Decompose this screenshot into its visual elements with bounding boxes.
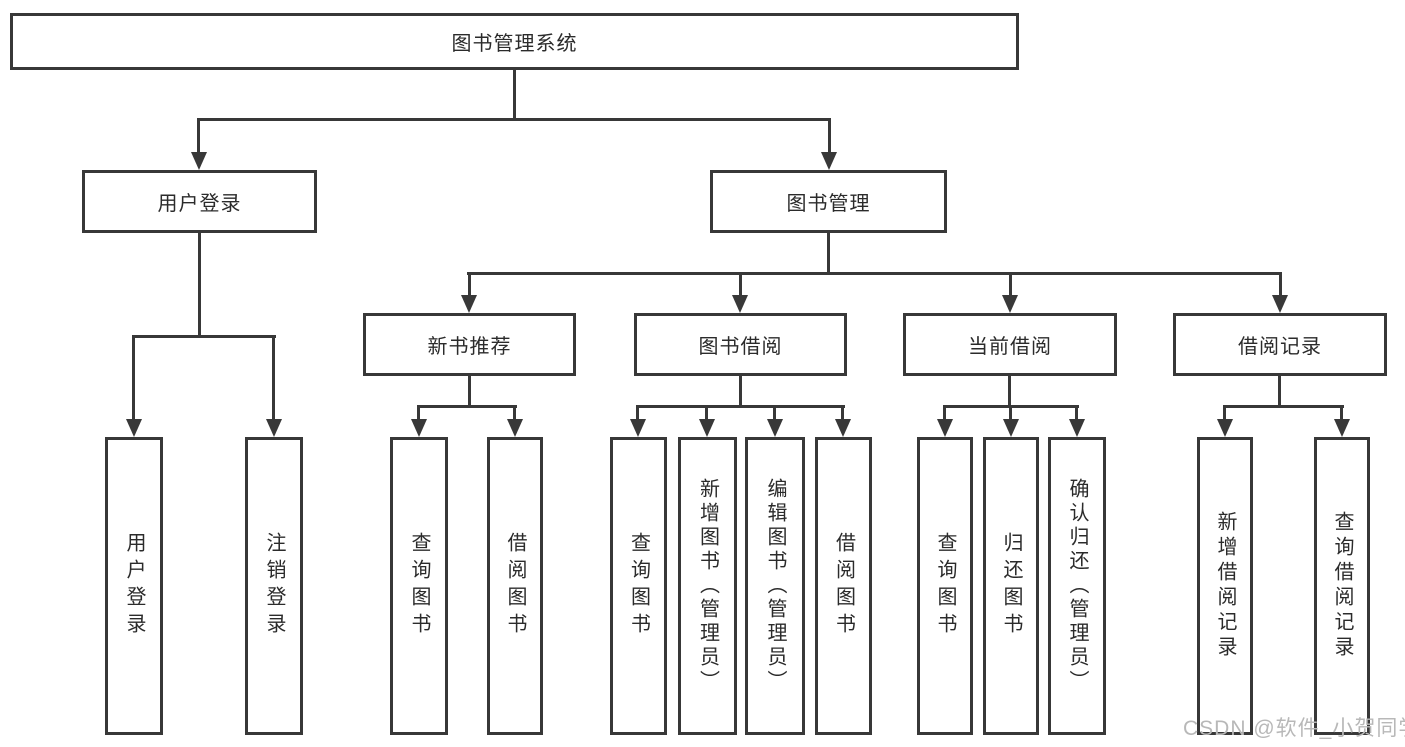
- arrow-down-icon: [411, 419, 427, 437]
- arrow-down-icon: [732, 295, 748, 313]
- arrow-down-icon: [1272, 295, 1288, 313]
- connector-line: [636, 405, 639, 421]
- connector-line: [272, 335, 275, 421]
- node-root: 图书管理系统: [10, 13, 1019, 70]
- leaf-records-add-record: 新增借阅记录: [1197, 437, 1253, 735]
- node-user-login: 用户登录: [82, 170, 317, 233]
- connector-line: [468, 376, 471, 405]
- connector-line: [636, 405, 845, 408]
- connector-line: [417, 405, 517, 408]
- arrow-down-icon: [1069, 419, 1085, 437]
- connector-line: [773, 405, 776, 421]
- connector-line: [1009, 405, 1012, 421]
- connector-line: [1008, 376, 1011, 405]
- watermark: CSDN @软件_小贺同学: [1183, 717, 1405, 740]
- arrow-down-icon: [630, 419, 646, 437]
- connector-line: [705, 405, 708, 421]
- leaf-logout: 注销登录: [245, 437, 303, 735]
- connector-line: [1223, 405, 1226, 421]
- node-new-book-recommend: 新书推荐: [363, 313, 576, 376]
- connector-line: [739, 272, 742, 297]
- arrow-down-icon: [767, 419, 783, 437]
- arrow-down-icon: [1002, 295, 1018, 313]
- connector-line: [198, 233, 201, 335]
- node-book-management: 图书管理: [710, 170, 947, 233]
- leaf-borrowing-query-books: 查询图书: [610, 437, 667, 735]
- connector-line: [417, 405, 420, 421]
- node-book-borrowing: 图书借阅: [634, 313, 847, 376]
- arrow-down-icon: [1003, 419, 1019, 437]
- leaf-borrowing-add-books-admin: 新增图书（管理员）: [678, 437, 737, 735]
- connector-line: [1223, 405, 1344, 408]
- node-current-borrowing: 当前借阅: [903, 313, 1117, 376]
- leaf-borrowing-borrow-books: 借阅图书: [815, 437, 872, 735]
- connector-line: [513, 405, 516, 421]
- connector-line: [468, 272, 471, 297]
- arrow-down-icon: [461, 295, 477, 313]
- connector-line: [827, 233, 830, 272]
- leaf-current-return-books: 归还图书: [983, 437, 1039, 735]
- connector-line: [197, 118, 831, 121]
- arrow-down-icon: [1217, 419, 1233, 437]
- connector-line: [132, 335, 135, 421]
- connector-line: [197, 118, 200, 154]
- arrow-down-icon: [699, 419, 715, 437]
- connector-line: [739, 376, 742, 405]
- arrow-down-icon: [191, 152, 207, 170]
- node-borrow-records: 借阅记录: [1173, 313, 1387, 376]
- leaf-records-query-record: 查询借阅记录: [1314, 437, 1370, 735]
- leaf-newbook-query-books: 查询图书: [390, 437, 448, 735]
- arrow-down-icon: [1334, 419, 1350, 437]
- connector-line: [467, 272, 1281, 275]
- connector-line: [132, 335, 276, 338]
- leaf-current-confirm-return-admin: 确认归还（管理员）: [1048, 437, 1106, 735]
- arrow-down-icon: [835, 419, 851, 437]
- leaf-current-query-books: 查询图书: [917, 437, 973, 735]
- connector-line: [1340, 405, 1343, 421]
- arrow-down-icon: [266, 419, 282, 437]
- connector-line: [1075, 405, 1078, 421]
- connector-line: [513, 70, 516, 118]
- arrow-down-icon: [821, 152, 837, 170]
- connector-line: [828, 118, 831, 154]
- connector-line: [841, 405, 844, 421]
- leaf-newbook-borrow-books: 借阅图书: [487, 437, 543, 735]
- arrow-down-icon: [126, 419, 142, 437]
- connector-line: [1279, 272, 1282, 297]
- connector-line: [1278, 376, 1281, 405]
- leaf-user-login: 用户登录: [105, 437, 163, 735]
- connector-line: [1009, 272, 1012, 297]
- leaf-borrowing-edit-books-admin: 编辑图书（管理员）: [745, 437, 805, 735]
- connector-line: [943, 405, 946, 421]
- arrow-down-icon: [507, 419, 523, 437]
- arrow-down-icon: [937, 419, 953, 437]
